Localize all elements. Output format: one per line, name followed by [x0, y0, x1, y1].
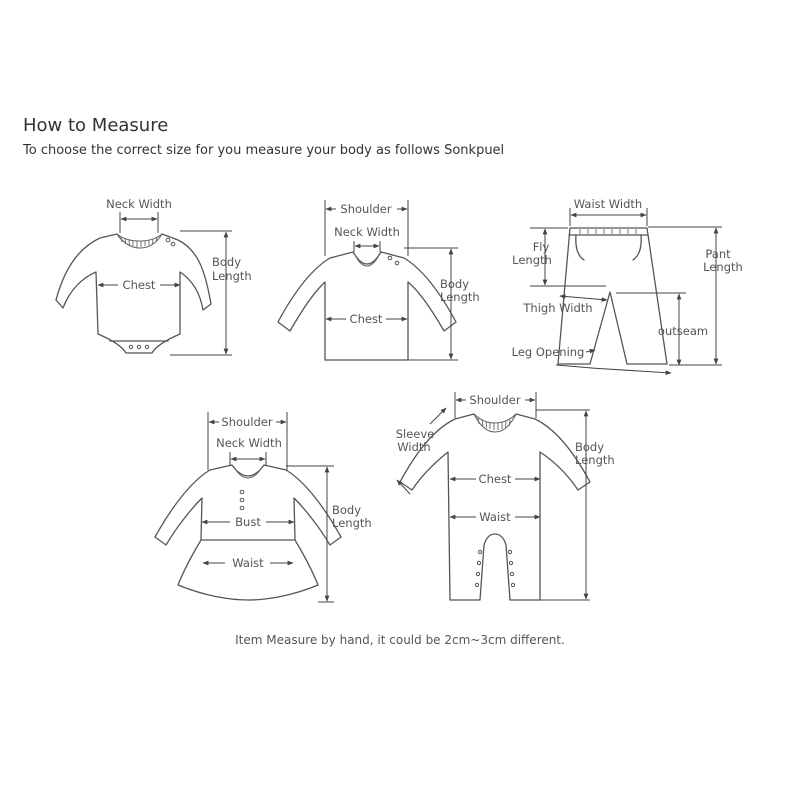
pants-leg-opening-label: Leg Opening — [512, 345, 585, 359]
pants-pant-length-label: Length — [703, 260, 743, 274]
bodysuit-chest-label: Chest — [123, 278, 156, 292]
tshirt-shoulder-label: Shoulder — [340, 202, 391, 216]
bodysuit-body-length-label: Length — [212, 269, 252, 283]
tshirt-body-length-label: Length — [440, 290, 480, 304]
romper-sleeve-width-line — [396, 479, 411, 495]
romper-shoulder-label: Shoulder — [469, 393, 520, 407]
dress-bust-label: Bust — [235, 515, 261, 529]
tshirt-neck-width-label: Neck Width — [334, 225, 400, 239]
romper-snap — [477, 549, 483, 555]
page-subtitle: To choose the correct size for you measu… — [23, 143, 505, 158]
pants-waist-width-label: Waist Width — [574, 197, 642, 211]
romper-collar-rib — [477, 417, 511, 430]
romper-snap — [475, 571, 481, 577]
pants-fly-length-label: Length — [512, 253, 552, 267]
tshirt-outline — [277, 251, 457, 361]
romper-waist-label: Waist — [479, 510, 511, 524]
bodysuit-snap — [144, 344, 150, 350]
romper-snap — [474, 582, 480, 588]
page-title: How to Measure — [23, 115, 169, 136]
dress-button — [239, 505, 245, 511]
dress-body-length-label: Length — [332, 516, 372, 530]
tshirt-collar — [354, 254, 380, 267]
tshirt-shoulder-button — [387, 255, 393, 261]
pants-diagram: Waist Width Fly Length Pant Length Thigh… — [512, 197, 743, 376]
dress-button — [239, 497, 245, 503]
dress-neck-width-label: Neck Width — [216, 436, 282, 450]
pants-leg-opening-line — [590, 367, 672, 376]
tshirt-chest-label: Chest — [350, 312, 383, 326]
bodysuit-collar — [116, 233, 163, 249]
romper-sleeve-width-label: Width — [397, 440, 430, 454]
romper-body-length-label: Body — [575, 440, 604, 454]
dress-body-length-label: Body — [332, 503, 361, 517]
bodysuit-shoulder-button — [165, 237, 171, 243]
dress-diagram: Shoulder Neck Width Bust Waist Body Leng… — [154, 412, 372, 603]
bodysuit-snap — [136, 344, 142, 350]
dress-waist-label: Waist — [232, 556, 264, 570]
pants-fly-length-label: Fly — [533, 240, 550, 254]
romper-snap — [507, 549, 513, 555]
tshirt-shoulder-button — [394, 260, 400, 266]
romper-diagram: Shoulder Sleeve Width Chest Waist Body L… — [396, 392, 615, 601]
pants-outline — [557, 227, 668, 365]
romper-snap — [476, 560, 482, 566]
bodysuit-diagram: Neck Width Chest Body Length — [55, 197, 252, 356]
bodysuit-outline — [55, 233, 212, 354]
romper-snap — [509, 571, 515, 577]
dress-collar — [233, 466, 263, 479]
measure-note: Item Measure by hand, it could be 2cm~3c… — [235, 633, 565, 647]
bodysuit-neck-width-label: Neck Width — [106, 197, 172, 211]
romper-sleeve-width-label: Sleeve — [396, 427, 435, 441]
bodysuit-snap — [128, 344, 134, 350]
pants-pocket — [632, 234, 642, 261]
bodysuit-shoulder-button — [170, 241, 176, 247]
romper-snap — [510, 582, 516, 588]
dress-shoulder-label: Shoulder — [221, 415, 272, 429]
bodysuit-body-length-label: Body — [212, 255, 241, 269]
pants-outseam-label: outseam — [658, 324, 708, 338]
pants-pocket — [575, 234, 585, 261]
dress-outline — [154, 464, 342, 601]
tshirt-body-length-label: Body — [440, 277, 469, 291]
pants-thigh-width-label: Thigh Width — [522, 301, 592, 315]
romper-snap — [508, 560, 514, 566]
dress-button — [239, 489, 245, 495]
romper-chest-label: Chest — [479, 472, 512, 486]
bodysuit-collar-rib — [120, 236, 158, 247]
pants-waistband-rib — [579, 229, 637, 234]
romper-body-length-label: Length — [575, 453, 615, 467]
tshirt-diagram: Shoulder Neck Width Chest Body Length — [277, 200, 480, 361]
pants-pant-length-label: Pant — [705, 247, 731, 261]
